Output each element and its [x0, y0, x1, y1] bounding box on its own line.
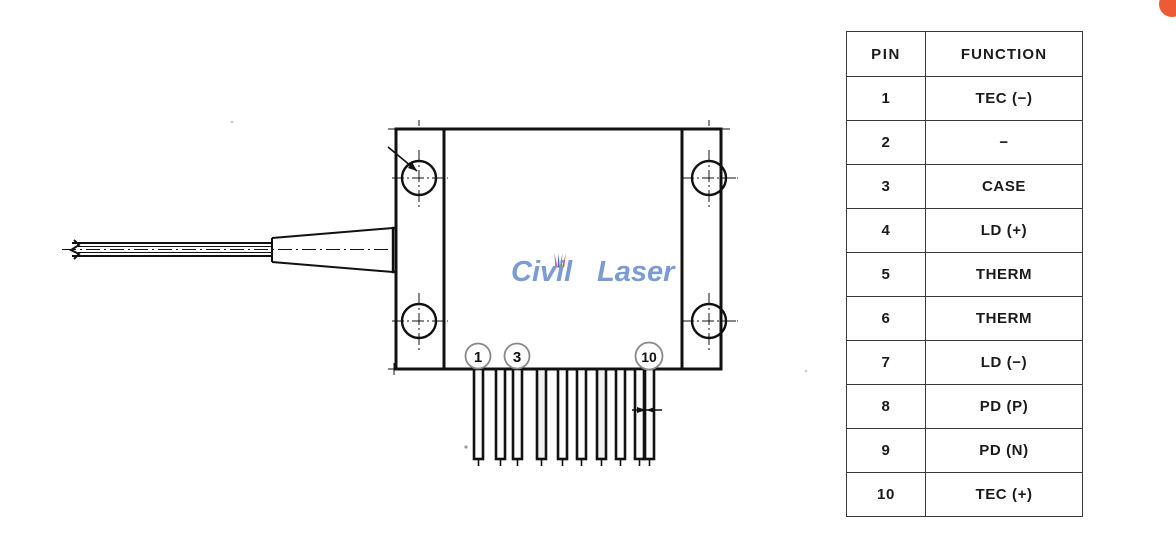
pin-lead [494, 367, 507, 466]
cell-pin-function: − [925, 120, 1083, 165]
strain-relief-boot [271, 227, 394, 273]
pin-lead [575, 367, 588, 466]
cell-pin-function: TEC (+) [925, 472, 1083, 517]
pin-lead [633, 367, 646, 466]
pin-function-table-container: PIN FUNCTION 1 TEC (−) 2 − 3 CASE [846, 31, 1083, 517]
table-header-row: PIN FUNCTION [846, 31, 1083, 77]
hole-leader-line [387, 146, 418, 172]
drawing-canvas: 1 3 10 [62, 120, 808, 466]
table-row: 4 LD (+) [846, 208, 1083, 253]
cell-pin-function: PD (N) [925, 428, 1083, 473]
pin-lead [535, 367, 548, 466]
pin-callout-label: 1 [474, 349, 482, 366]
cell-pin-number: 9 [846, 428, 926, 473]
pin-lead [472, 367, 485, 466]
pin-callout-10: 10 [634, 341, 664, 371]
table-row: 2 − [846, 120, 1083, 165]
cell-pin-number: 3 [846, 164, 926, 209]
pin-function-table: PIN FUNCTION 1 TEC (−) 2 − 3 CASE [846, 31, 1083, 517]
extension-ticks [388, 128, 736, 375]
break-line-symbol [68, 239, 81, 260]
table-row: 5 THERM [846, 252, 1083, 297]
left-flange [394, 127, 446, 371]
package-outline-drawing: 1 3 10 [62, 120, 808, 466]
cell-pin-number: 5 [846, 252, 926, 297]
table-row: 3 CASE [846, 164, 1083, 209]
pin-callout-label: 10 [641, 349, 657, 365]
cell-pin-number: 6 [846, 296, 926, 341]
table-row: 10 TEC (+) [846, 472, 1083, 517]
pin-callout-label: 3 [513, 349, 521, 366]
table-row: 6 THERM [846, 296, 1083, 341]
table-row: 1 TEC (−) [846, 76, 1083, 121]
pin-lead [511, 367, 524, 466]
pin-lead [556, 367, 569, 466]
cell-pin-function: PD (P) [925, 384, 1083, 429]
pin-lead [643, 367, 656, 466]
table-row: 9 PD (N) [846, 428, 1083, 473]
table-row: 8 PD (P) [846, 384, 1083, 429]
cell-pin-number: 2 [846, 120, 926, 165]
cell-pin-function: LD (−) [925, 340, 1083, 385]
cell-pin-number: 10 [846, 472, 926, 517]
table-row: 7 LD (−) [846, 340, 1083, 385]
cell-pin-number: 4 [846, 208, 926, 253]
cell-pin-number: 8 [846, 384, 926, 429]
package-body [394, 127, 723, 371]
cell-pin-function: THERM [925, 296, 1083, 341]
fiber-pigtail [62, 242, 400, 257]
cell-pin-function: LD (+) [925, 208, 1083, 253]
mounting-hole-top-left [392, 120, 448, 207]
pin-callout-1: 1 [464, 342, 492, 370]
pin-lead [595, 367, 608, 466]
right-flange [680, 127, 723, 371]
package-pins [472, 367, 656, 466]
cell-pin-number: 7 [846, 340, 926, 385]
pin-lead [614, 367, 627, 466]
registration-marks [230, 120, 808, 449]
cell-pin-function: CASE [925, 164, 1083, 209]
column-header-function: FUNCTION [925, 31, 1083, 77]
cell-pin-function: TEC (−) [925, 76, 1083, 121]
pin-callout-3: 3 [503, 342, 531, 370]
corner-circle-mark [1159, 0, 1176, 17]
mounting-hole-bottom-left [392, 293, 448, 350]
pin-pitch-dimension [632, 407, 662, 413]
cell-pin-function: THERM [925, 252, 1083, 297]
column-header-pin: PIN [846, 31, 926, 77]
cell-pin-number: 1 [846, 76, 926, 121]
